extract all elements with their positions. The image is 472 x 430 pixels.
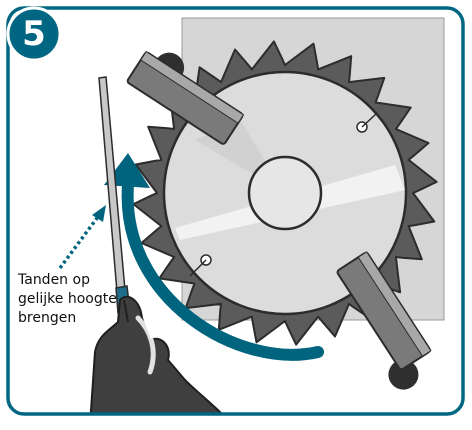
caption-line-2: gelijke hoogte xyxy=(18,291,117,307)
gloved-hand-icon xyxy=(89,295,233,414)
card-frame xyxy=(6,6,465,416)
step-badge xyxy=(6,6,62,62)
caption-line-1: Tanden op xyxy=(18,272,90,288)
clamp-icon xyxy=(336,251,432,390)
caption: Tanden op gelijke hoogte brengen xyxy=(18,271,128,328)
clamp-icon xyxy=(126,50,245,145)
caption-line-3: brengen xyxy=(18,310,77,326)
arbor-hole xyxy=(247,155,323,231)
dotted-pointer-arrow-icon xyxy=(58,212,102,270)
